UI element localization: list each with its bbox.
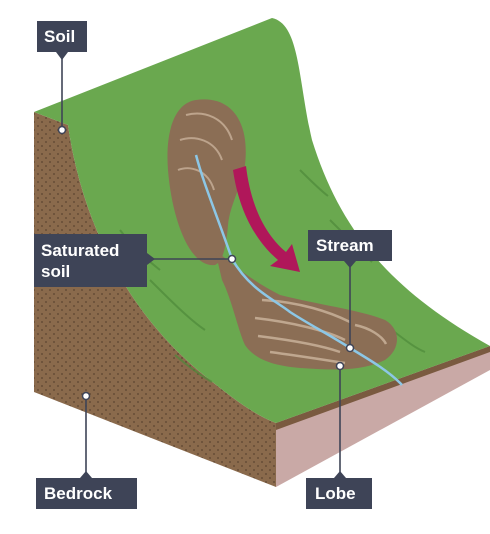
label-saturated-text-2: soil xyxy=(41,262,70,281)
stream-line xyxy=(194,154,403,386)
label-soil: Soil xyxy=(37,21,87,60)
bedrock-anchor-dot xyxy=(81,391,91,401)
slump-scar xyxy=(167,99,246,266)
block-side-face xyxy=(276,346,490,487)
label-stream-text: Stream xyxy=(316,236,374,255)
label-lobe: Lobe xyxy=(306,471,372,509)
soil-anchor-dot xyxy=(57,125,67,135)
label-saturated-soil: Saturated soil xyxy=(34,234,155,287)
bedrock-face xyxy=(34,112,276,487)
lobe-anchor-dot xyxy=(335,361,345,371)
label-soil-text: Soil xyxy=(44,27,75,46)
lobe-deposit xyxy=(215,250,398,370)
saturated-anchor-dot xyxy=(227,254,237,264)
label-stream: Stream xyxy=(308,230,392,268)
stream-anchor-dot xyxy=(345,343,355,353)
label-lobe-text: Lobe xyxy=(315,484,356,503)
label-bedrock: Bedrock xyxy=(36,471,137,509)
block-side-soil-strip xyxy=(276,346,490,430)
movement-arrow xyxy=(233,166,300,272)
label-saturated-text-1: Saturated xyxy=(41,241,119,260)
label-bedrock-text: Bedrock xyxy=(44,484,113,503)
slump-scar-ridges xyxy=(177,112,233,191)
